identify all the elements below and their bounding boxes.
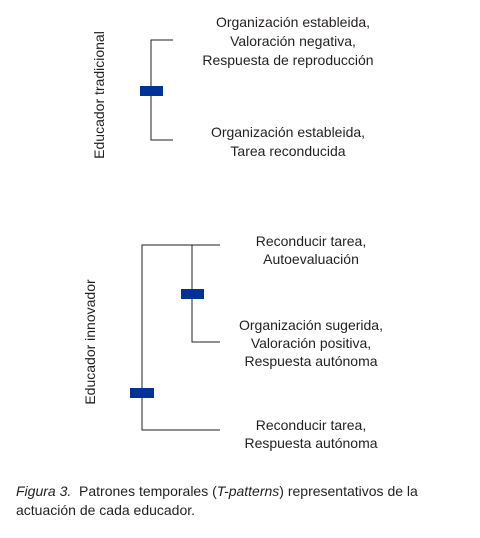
innovative-inner-bracket bbox=[191, 245, 220, 343]
innovative-leaf-1: Reconducir tarea, Autoevaluación bbox=[256, 233, 367, 267]
traditional-top-leaf: Organización estableida, Valoración nega… bbox=[202, 14, 373, 68]
caption-text-before: Patrones temporales ( bbox=[79, 483, 217, 499]
leaf-line: Reconducir tarea, bbox=[256, 233, 367, 249]
traditional-node bbox=[140, 86, 163, 96]
innovative-inner-node bbox=[181, 289, 204, 299]
innovative-leaf-2: Organización sugerida, Valoración positi… bbox=[239, 317, 383, 369]
leaf-line: Respuesta de reproducción bbox=[202, 52, 373, 68]
caption-text-after: ) representativos de la actuación de cad… bbox=[16, 483, 418, 518]
innovative-educator-label: Educador innovador bbox=[82, 279, 98, 405]
figure-number: Figura 3. bbox=[16, 483, 72, 499]
innovative-outer-node bbox=[130, 388, 154, 398]
leaf-line: Autoevaluación bbox=[263, 251, 359, 267]
leaf-line: Respuesta autónoma bbox=[244, 435, 377, 451]
traditional-bottom-leaf: Organización estableida, Tarea reconduci… bbox=[211, 124, 365, 159]
innovative-outer-bracket bbox=[141, 244, 220, 431]
leaf-line: Reconducir tarea, bbox=[256, 417, 367, 433]
leaf-line: Valoración positiva, bbox=[251, 335, 371, 351]
leaf-line: Organización estableida, bbox=[216, 14, 370, 30]
leaf-line: Respuesta autónoma bbox=[244, 353, 377, 369]
leaf-line: Organización sugerida, bbox=[239, 317, 383, 333]
figure-caption: Figura 3. Patrones temporales (T-pattern… bbox=[16, 482, 466, 520]
caption-term: T-patterns bbox=[216, 483, 280, 499]
innovative-leaf-3: Reconducir tarea, Respuesta autónoma bbox=[244, 417, 377, 451]
leaf-line: Valoración negativa, bbox=[230, 33, 356, 49]
leaf-line: Tarea reconducida bbox=[230, 143, 345, 159]
traditional-educator-label: Educador tradicional bbox=[91, 31, 107, 159]
leaf-line: Organización estableida, bbox=[211, 124, 365, 140]
